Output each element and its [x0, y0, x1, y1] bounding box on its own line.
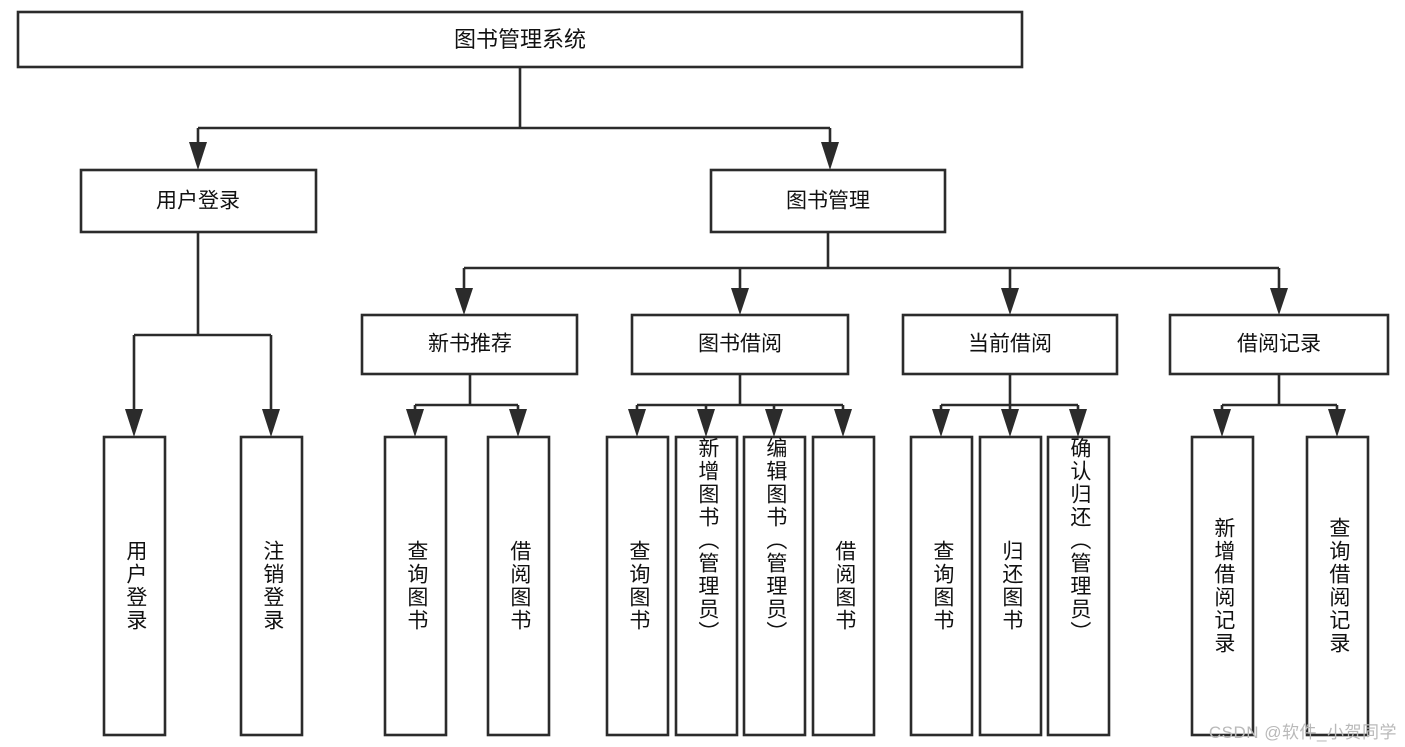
- node-leaf-add-book-box[interactable]: [674, 435, 739, 737]
- node-leaf-borrow-book-2-box[interactable]: [811, 435, 876, 737]
- arrowhead-book-manage: [821, 142, 839, 170]
- node-current-borrow-box: [901, 313, 1119, 376]
- node-root-label: 图书管理系统: [454, 27, 586, 52]
- node-leaf-query-book-2-box[interactable]: [605, 435, 670, 737]
- node-leaf-query-record-box[interactable]: [1305, 435, 1370, 737]
- arrowhead-leaf-query-book-2: [628, 409, 646, 437]
- node-book-borrow[interactable]: 图书借阅: [630, 313, 850, 376]
- node-leaf-borrow-book-1-box[interactable]: [486, 435, 551, 737]
- node-leaf-user-login-box[interactable]: [102, 435, 167, 737]
- node-borrow-record-label: 借阅记录: [1237, 333, 1321, 356]
- node-user-login-label: 用户登录: [156, 190, 240, 213]
- node-leaf-query-book-3-box[interactable]: [909, 435, 974, 737]
- node-new-book-recommend-box: [360, 313, 579, 376]
- node-book-manage-box: [709, 168, 947, 234]
- csdn-watermark: CSDN @软件_小贺同学: [1208, 723, 1397, 742]
- node-leaf-return-book-box[interactable]: [978, 435, 1043, 737]
- arrowhead-leaf-return-book: [1001, 409, 1019, 437]
- arrowhead-leaf-query-book-1: [406, 409, 424, 437]
- arrowhead-leaf-edit-book: [765, 409, 783, 437]
- node-new-book-recommend-label: 新书推荐: [428, 333, 512, 356]
- node-borrow-record[interactable]: 借阅记录: [1168, 313, 1390, 376]
- node-leaf-add-record-box[interactable]: [1190, 435, 1255, 737]
- arrowhead-current-borrow: [1001, 288, 1019, 315]
- node-book-borrow-box: [630, 313, 850, 376]
- arrowhead-leaf-query-book-3: [932, 409, 950, 437]
- node-user-login[interactable]: 用户登录: [79, 168, 318, 234]
- arrowhead-leaf-query-record: [1328, 409, 1346, 437]
- arrowhead-leaf-borrow-book-1: [509, 409, 527, 437]
- node-leaf-query-book-1-box[interactable]: [383, 435, 448, 737]
- arrowhead-borrow-record: [1270, 288, 1288, 315]
- arrowhead-leaf-confirm-return: [1069, 409, 1087, 437]
- node-new-book-recommend[interactable]: 新书推荐: [360, 313, 579, 376]
- arrowhead-leaf-logout-login: [262, 409, 280, 437]
- arrowhead-leaf-add-record: [1213, 409, 1231, 437]
- node-current-borrow[interactable]: 当前借阅: [901, 313, 1119, 376]
- node-book-manage[interactable]: 图书管理: [709, 168, 947, 234]
- arrowhead-user-login: [189, 142, 207, 170]
- node-root-box: [16, 10, 1024, 69]
- arrowhead-book-borrow: [731, 288, 749, 315]
- node-current-borrow-label: 当前借阅: [968, 333, 1052, 356]
- node-book-manage-label: 图书管理: [786, 190, 870, 213]
- arrowhead-leaf-borrow-book-2: [834, 409, 852, 437]
- node-book-borrow-label: 图书借阅: [698, 333, 782, 356]
- node-borrow-record-box: [1168, 313, 1390, 376]
- arrowhead-new-book-recommend: [455, 288, 473, 315]
- node-leaf-edit-book-box[interactable]: [742, 435, 807, 737]
- arrowhead-leaf-add-book: [697, 409, 715, 437]
- node-leaf-logout-login-box[interactable]: [239, 435, 304, 737]
- arrowhead-leaf-user-login: [125, 409, 143, 437]
- node-root[interactable]: 图书管理系统: [16, 10, 1024, 69]
- node-leaf-confirm-return-box[interactable]: [1046, 435, 1111, 737]
